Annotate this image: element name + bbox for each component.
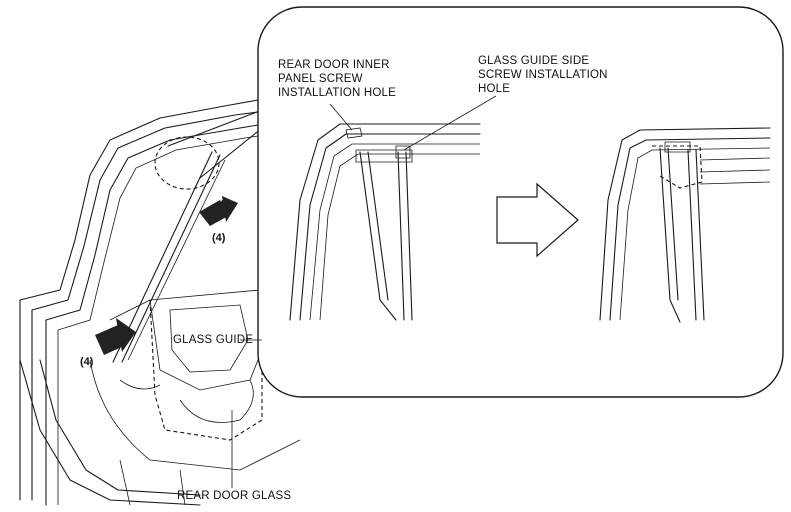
label-line: INSTALLATION HOLE (278, 87, 397, 99)
right-arrow-icon (496, 182, 579, 258)
push-arrow-lower-icon (95, 318, 136, 355)
balloon-leader-upper (167, 109, 263, 147)
label-inner-panel-hole: REAR DOOR INNER PANEL SCREW INSTALLATION… (278, 58, 396, 100)
push-arrow-upper-icon (199, 196, 238, 226)
label-line: HOLE (478, 83, 511, 95)
detail-before-view (289, 95, 497, 321)
label-line: REAR DOOR INNER (278, 59, 390, 71)
label-glass-guide: GLASS GUIDE (173, 334, 254, 346)
label-line: PANEL SCREW (278, 73, 363, 85)
callout-number-upper: (4) (212, 232, 226, 244)
label-rear-door-glass: REAR DOOR GLASS (177, 490, 292, 502)
detail-after-view (599, 127, 771, 323)
callout-number-lower: (4) (80, 356, 94, 368)
rear-door-body (19, 99, 301, 506)
label-side-screw-hole: GLASS GUIDE SIDE SCREW INSTALLATION HOLE (478, 54, 608, 96)
label-line: GLASS GUIDE SIDE (478, 55, 590, 67)
label-line: SCREW INSTALLATION (478, 69, 608, 81)
balloon-leader-lower (199, 127, 263, 179)
